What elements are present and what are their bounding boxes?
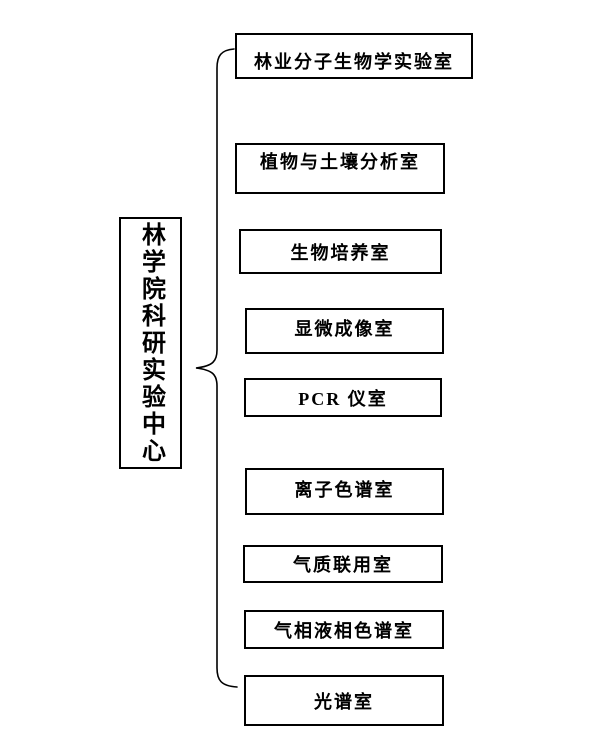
node-spectroscopy-room: 光谱室 <box>244 675 444 726</box>
node-plant-soil-analysis-room: 植物与土壤分析室 <box>235 143 445 194</box>
node-label: 光谱室 <box>314 691 374 712</box>
node-gc-ms-room: 气质联用室 <box>243 545 443 583</box>
node-label: 林业分子生物学实验室 <box>254 51 454 72</box>
node-label: 气质联用室 <box>293 555 393 575</box>
node-label: 生物培养室 <box>290 242 391 263</box>
node-ion-chromatography-room: 离子色谱室 <box>245 468 444 515</box>
root-node-label: 林学院科研实验中心 <box>137 221 164 465</box>
node-label: 离子色谱室 <box>294 480 395 500</box>
node-bio-culture-room: 生物培养室 <box>239 229 442 274</box>
node-pcr-instrument-room: PCR 仪室 <box>244 378 442 417</box>
node-label: PCR 仪室 <box>298 388 388 409</box>
root-node-research-center: 林学院科研实验中心 <box>119 217 182 469</box>
node-forestry-molecular-biology-lab: 林业分子生物学实验室 <box>235 33 473 79</box>
node-label: 气相液相色谱室 <box>274 620 414 641</box>
node-microscopy-imaging-room: 显微成像室 <box>245 308 444 354</box>
node-label: 植物与土壤分析室 <box>260 152 420 172</box>
node-gas-liquid-chromatography-room: 气相液相色谱室 <box>244 610 444 649</box>
curly-brace-path <box>195 48 238 688</box>
node-label: 显微成像室 <box>294 319 395 339</box>
